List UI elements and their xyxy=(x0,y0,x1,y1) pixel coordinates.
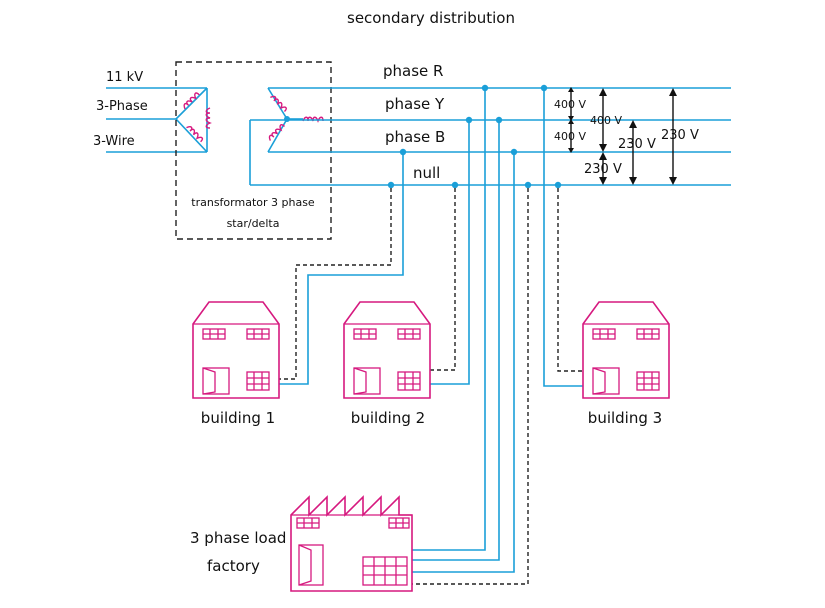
voltage-rb: 400 V xyxy=(554,130,586,143)
diagram-title: secondary distribution xyxy=(347,9,515,27)
factory-label-line2: factory xyxy=(207,557,260,575)
voltage-rn: 230 V xyxy=(661,128,699,143)
phase-y-label: phase Y xyxy=(385,95,445,113)
transformer-box xyxy=(175,61,332,240)
phase-r-label: phase R xyxy=(383,62,443,80)
voltage-ry: 400 V xyxy=(554,98,586,111)
building-2-label: building 2 xyxy=(351,409,425,427)
building-1-label: building 1 xyxy=(201,409,275,427)
input-voltage-label: 11 kV xyxy=(106,70,143,85)
transformer-label-line2: star/delta xyxy=(227,217,280,230)
primary-input-wires xyxy=(106,87,211,153)
bus-lines xyxy=(249,87,731,186)
feeder-wires xyxy=(279,84,590,585)
voltage-r-b: 400 V xyxy=(590,114,622,127)
factory-icon xyxy=(290,495,413,592)
phase-b-label: phase B xyxy=(385,128,445,146)
voltage-yn: 230 V xyxy=(618,137,656,152)
input-phase-label: 3-Phase xyxy=(96,99,148,114)
building-1-icon xyxy=(192,301,280,399)
null-label: null xyxy=(413,164,440,182)
building-2-icon xyxy=(343,301,431,399)
voltage-bn: 230 V xyxy=(584,162,622,177)
voltage-indicators xyxy=(568,87,677,185)
transformer-label-line1: transformator 3 phase xyxy=(191,196,315,209)
building-3-label: building 3 xyxy=(588,409,662,427)
building-3-icon xyxy=(582,301,670,399)
input-wire-label: 3-Wire xyxy=(93,134,135,149)
factory-label-line1: 3 phase load xyxy=(190,529,286,547)
